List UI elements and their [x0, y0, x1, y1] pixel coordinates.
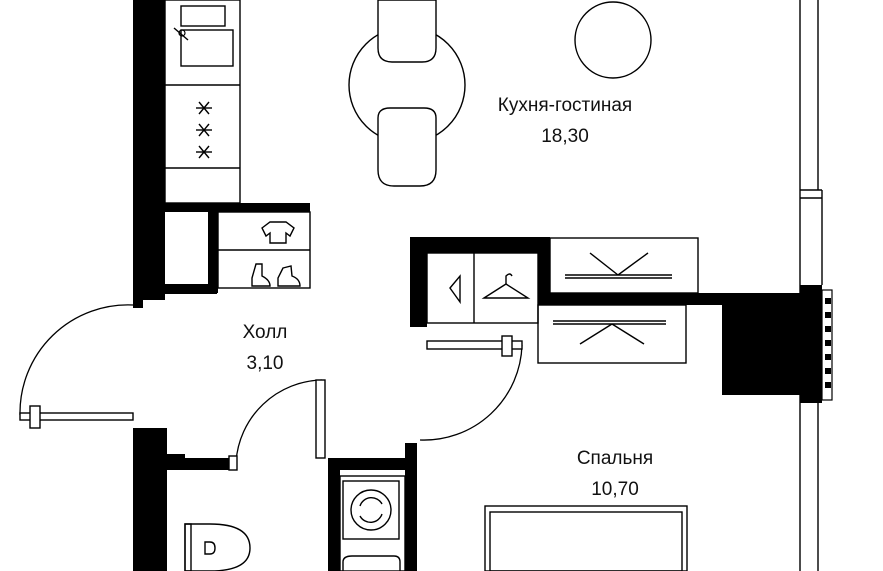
stove-icon — [196, 101, 212, 159]
closet — [426, 252, 539, 324]
round-table-icon — [574, 1, 652, 79]
wall-kitchen-left — [133, 0, 165, 300]
room-name-hall: Холл — [242, 322, 288, 343]
wardrobe-icon — [217, 211, 311, 289]
shoes-icon — [251, 263, 301, 287]
wall-niche-bottom — [165, 284, 217, 294]
wall-laundry-top — [328, 458, 416, 470]
toilet-icon — [184, 523, 251, 571]
wall-closet-top — [410, 237, 550, 253]
kitchen-counter — [164, 0, 241, 204]
wall-closet-mid — [538, 253, 550, 297]
bedroom-door — [419, 335, 523, 441]
washing-machine-icon — [339, 475, 406, 571]
chair-icon — [377, 0, 437, 187]
room-label-kitchen: Кухня-гостиная 18,30 — [470, 95, 660, 148]
wall-niche-divider — [208, 203, 218, 293]
wall-exterior-column — [800, 285, 822, 403]
wall-closet-left — [410, 237, 427, 327]
entrance-door — [19, 304, 134, 429]
wall-kitchen-left-end — [133, 300, 143, 308]
sliding-wardrobe — [537, 237, 699, 364]
wall-exterior-pier — [722, 293, 800, 395]
wall-bath-left — [133, 428, 167, 571]
shirt-icon — [261, 221, 295, 244]
wall-bath-top — [167, 458, 229, 470]
wall-laundry-left — [328, 458, 340, 571]
sink-icon — [173, 5, 234, 67]
room-label-hall: Холл 3,10 — [210, 322, 320, 375]
room-name-bedroom: Спальня — [576, 448, 654, 469]
room-area-hall: 3,10 — [246, 353, 284, 374]
bed-icon — [484, 505, 688, 571]
radiator-icon — [821, 289, 833, 401]
wall-niche-top — [165, 203, 310, 212]
room-area-kitchen: 18,30 — [541, 126, 589, 147]
room-name-kitchen: Кухня-гостиная — [497, 95, 633, 116]
wall-laundry-right — [405, 443, 417, 571]
window-right — [799, 0, 823, 571]
room-label-bedroom: Спальня 10,70 — [555, 448, 675, 501]
hanger-icon — [449, 273, 531, 305]
room-area-bedroom: 10,70 — [591, 479, 639, 500]
walls — [133, 0, 822, 571]
bath-door — [228, 379, 326, 471]
